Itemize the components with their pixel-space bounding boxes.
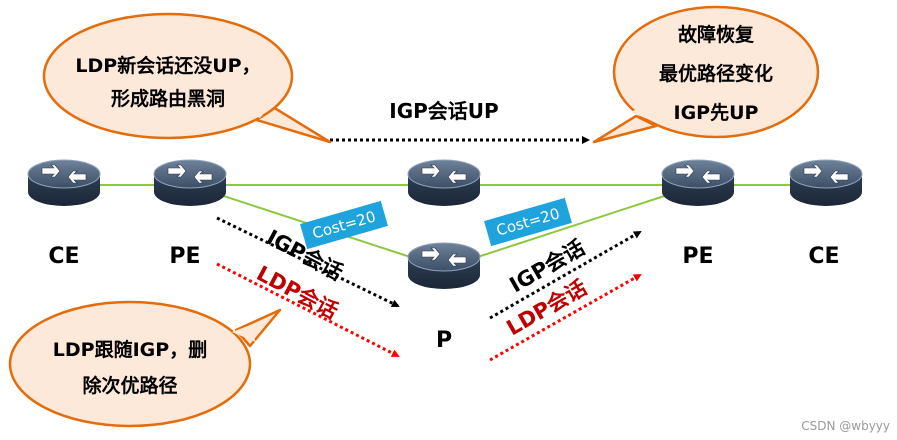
arrow-right-ldp — [489, 273, 642, 362]
callout-bottom-left-line-2: 除次优路径 — [82, 374, 177, 397]
callout-bottom-left-line-1: LDP跟随IGP，删 — [53, 338, 207, 361]
callout-top-left-line-2: 形成路由黑洞 — [111, 87, 225, 110]
router-pe-right-icon — [661, 159, 735, 207]
cost-box-right: Cost=20 — [484, 197, 572, 247]
callout-top-left-line-1: LDP新会话还没UP， — [75, 54, 260, 77]
node-label-pe-right: PE — [682, 244, 713, 269]
arrow-left-ldp — [216, 262, 400, 358]
callout-top-right-line-2: 最优路径变化 — [659, 62, 773, 85]
router-ce-right-icon — [789, 159, 863, 207]
callout-top-right: 故障恢复 最优路径变化 IGP先UP — [592, 5, 820, 144]
callout-top-right-line-1: 故障恢复 — [678, 23, 755, 46]
callout-top-right-line-3: IGP先UP — [674, 101, 759, 124]
router-pe-left-icon — [153, 159, 227, 207]
cost-box-left: Cost=20 — [300, 200, 388, 250]
watermark: CSDN @wbyyy — [801, 419, 890, 433]
callout-bottom-left: LDP跟随IGP，删 除次优路径 — [8, 300, 282, 428]
link-p-pe — [443, 184, 699, 269]
node-label-ce-left: CE — [48, 244, 79, 269]
node-label-p: P — [436, 328, 452, 353]
node-label-pe-left: PE — [169, 244, 200, 269]
router-top-icon — [407, 159, 481, 207]
node-label-ce-right: CE — [808, 244, 839, 269]
arrow-right-igp — [489, 230, 642, 320]
callout-top-left: LDP新会话还没UP， 形成路由黑洞 — [42, 12, 332, 144]
router-p-icon — [407, 242, 481, 290]
router-ce-left-icon — [27, 159, 101, 207]
top-session-label: IGP会话UP — [389, 99, 498, 123]
